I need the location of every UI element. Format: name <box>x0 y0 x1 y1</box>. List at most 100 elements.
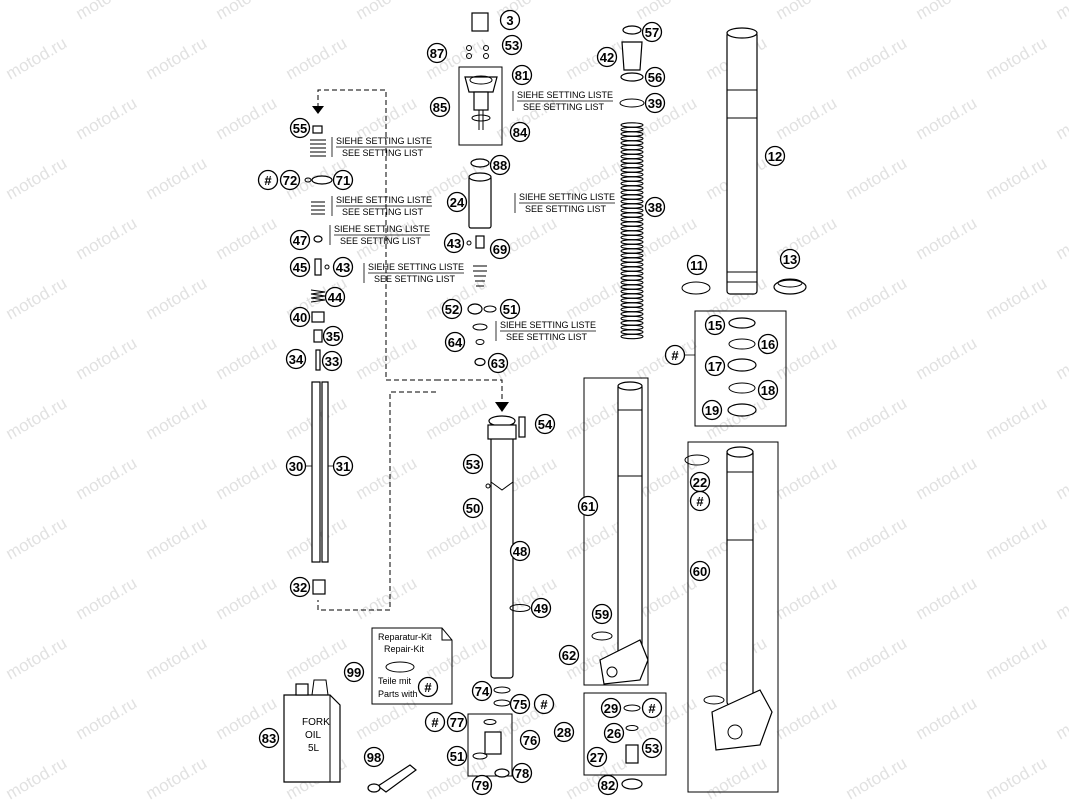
callout-13: 13 <box>779 248 801 270</box>
note-line-en: SEE SETTING LIST <box>374 274 456 284</box>
callout-circle <box>289 117 311 139</box>
part-69-valve <box>475 235 485 249</box>
part-shim-stack-a <box>310 139 326 157</box>
part-60-top <box>726 446 754 458</box>
callout-label: 16 <box>761 337 775 352</box>
part-17-seal <box>727 358 757 372</box>
callout-55: 55 <box>289 117 311 139</box>
callout-circle <box>509 693 531 715</box>
callout-59: 59 <box>591 603 613 625</box>
callout-98: 98 <box>363 746 385 768</box>
spring-coil <box>620 198 644 205</box>
watermark-text: motod.ru <box>1053 333 1069 383</box>
callout-label: 39 <box>648 96 662 111</box>
spring-coil <box>620 194 644 200</box>
spring-coil <box>620 315 644 322</box>
grease-tube-cap <box>367 783 381 793</box>
callout-87: 87 <box>426 42 448 64</box>
callout-label: 59 <box>595 607 609 622</box>
callout-label: 75 <box>513 697 527 712</box>
callout-53b: 53 <box>462 453 484 475</box>
watermark-text: motod.ru <box>73 0 141 23</box>
callout-circle <box>285 348 307 370</box>
spring-coil <box>620 207 644 214</box>
repair-kit-line3: Teile mit <box>378 676 412 686</box>
watermark-text: motod.ru <box>3 633 71 683</box>
watermark-text: motod.ru <box>983 393 1051 443</box>
callout-75: 75 <box>509 693 531 715</box>
repair-kit-box <box>371 627 453 705</box>
watermark-text: motod.ru <box>1053 693 1069 743</box>
callout-circle <box>441 298 463 320</box>
watermark-text: motod.ru <box>633 0 701 23</box>
watermark-text: motod.ru <box>983 753 1051 802</box>
spring-coil <box>620 266 644 272</box>
spring-coil <box>620 234 644 241</box>
callout-18: 18 <box>757 379 779 401</box>
oil-can-spout <box>295 683 309 696</box>
callout-label: 52 <box>445 302 459 317</box>
callout-45: 45 <box>289 256 311 278</box>
callout-circle <box>444 331 466 353</box>
callout-circle <box>471 680 493 702</box>
watermark-text: motod.ru <box>773 693 841 743</box>
part-61-tube <box>617 383 643 655</box>
part-59-ring <box>591 631 613 641</box>
callout-label: 49 <box>534 601 548 616</box>
callout-circle <box>324 286 346 308</box>
callout-label: 27 <box>590 750 604 765</box>
callout-label: 63 <box>491 356 505 371</box>
part-50-valve <box>490 481 514 491</box>
callout-circle <box>446 745 468 767</box>
part-15-bushing <box>728 317 756 329</box>
watermark-text: motod.ru <box>143 753 211 802</box>
callout-label: 30 <box>289 459 303 474</box>
spring-coil <box>620 203 644 209</box>
callout-circle <box>289 306 311 328</box>
callout-61: 61 <box>577 495 599 517</box>
callout-label: 40 <box>293 310 307 325</box>
callout-circle <box>779 248 801 270</box>
part-62-bolt <box>606 666 618 678</box>
part-frame-85 <box>458 66 503 146</box>
callout-circle <box>279 169 301 191</box>
callout-51a: 51 <box>499 298 521 320</box>
callout-35: 35 <box>322 325 344 347</box>
part-74-ring <box>493 686 511 694</box>
callout-label: 62 <box>562 648 576 663</box>
watermark-text: motod.ru <box>143 273 211 323</box>
part-35-spring-seat <box>313 329 323 343</box>
part-76-bushing <box>484 731 502 755</box>
callout-60: 60 <box>689 560 711 582</box>
callout-22: 22 <box>689 471 711 493</box>
part-53-ring-tube <box>485 483 491 489</box>
callout-hash6: # <box>424 711 446 733</box>
spring-coil <box>620 171 644 178</box>
callout-30: 30 <box>285 455 307 477</box>
callout-circle <box>686 254 708 276</box>
part-16-washer <box>728 338 756 350</box>
spring-coil <box>620 189 644 196</box>
callout-label: 35 <box>326 329 340 344</box>
part-49-ring <box>509 604 531 612</box>
callout-circle <box>644 66 666 88</box>
callout-78: 78 <box>511 762 533 784</box>
watermark-text: motod.ru <box>913 453 981 503</box>
callout-label: 85 <box>433 100 447 115</box>
callout-85: 85 <box>429 96 451 118</box>
spring-coil <box>620 293 644 299</box>
part-62-axle-clamp <box>599 639 649 685</box>
note-line-en: SEE SETTING LIST <box>506 332 588 342</box>
callout-circle <box>332 455 354 477</box>
part-57-cap <box>622 25 642 35</box>
callout-39: 39 <box>644 92 666 114</box>
callout-label: 26 <box>607 726 621 741</box>
note-line-de: SIEHE SETTING LISTE <box>336 195 432 205</box>
spring-coil <box>620 297 644 304</box>
watermark-text: motod.ru <box>213 0 281 23</box>
callout-label: 81 <box>515 68 529 83</box>
part-85-stem <box>478 110 484 130</box>
callout-56: 56 <box>644 66 666 88</box>
part-60-axle-hole <box>727 724 743 740</box>
part-54-chip <box>518 416 526 438</box>
